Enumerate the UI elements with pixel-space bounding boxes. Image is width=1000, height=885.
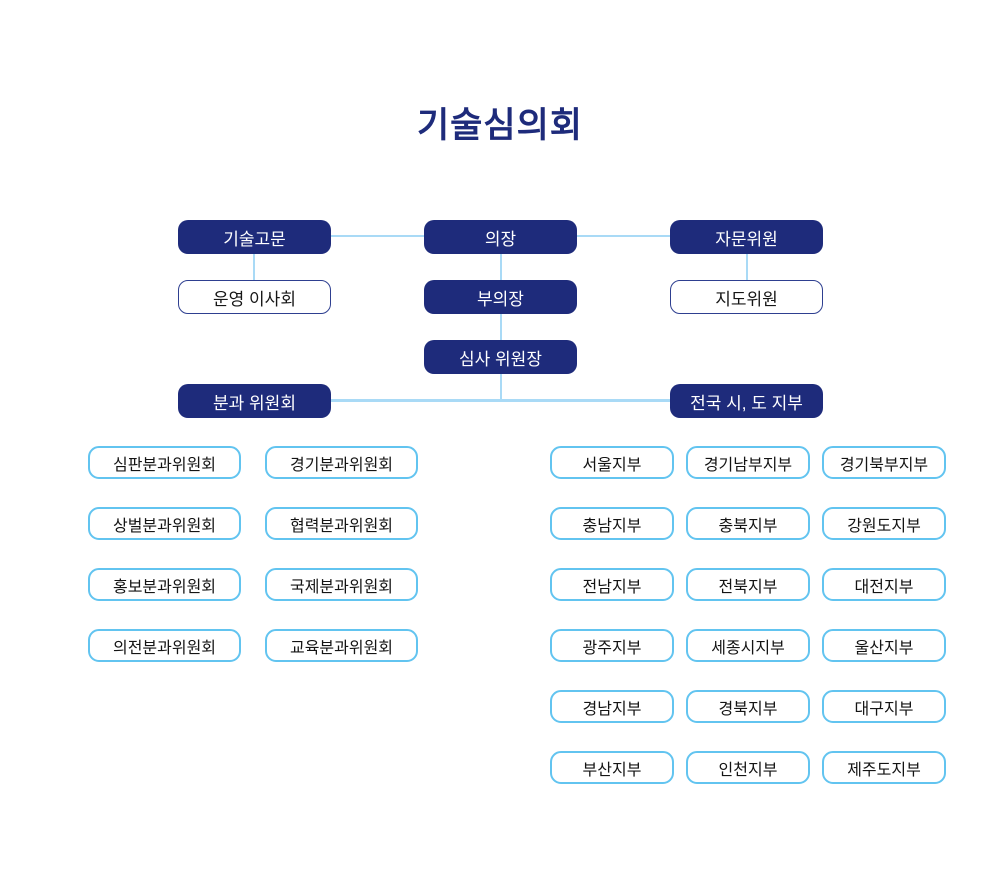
- branch-box: 울산지부: [822, 629, 946, 662]
- node-guidance-member: 지도위원: [670, 280, 823, 314]
- node-chairman: 의장: [424, 220, 577, 254]
- node-advisory-member: 자문위원: [670, 220, 823, 254]
- branch-box: 강원도지부: [822, 507, 946, 540]
- branch-box: 대전지부: [822, 568, 946, 601]
- connector-line: [746, 252, 748, 282]
- node-steering-board: 운영 이사회: [178, 280, 331, 314]
- subcommittee-box: 교육분과위원회: [265, 629, 418, 662]
- node-vice-chairman: 부의장: [424, 280, 577, 314]
- branch-box: 전남지부: [550, 568, 674, 601]
- subcommittee-box: 의전분과위원회: [88, 629, 241, 662]
- subcommittee-box: 경기분과위원회: [265, 446, 418, 479]
- branch-box: 충남지부: [550, 507, 674, 540]
- subcommittee-box: 심판분과위원회: [88, 446, 241, 479]
- connector-line: [253, 252, 255, 282]
- subcommittee-box: 홍보분과위원회: [88, 568, 241, 601]
- node-tech-advisor: 기술고문: [178, 220, 331, 254]
- branch-box: 경기남부지부: [686, 446, 810, 479]
- branch-box: 세종시지부: [686, 629, 810, 662]
- connector-line: [500, 312, 502, 342]
- node-subcommittees-head: 분과 위원회: [178, 384, 331, 418]
- branch-box: 부산지부: [550, 751, 674, 784]
- page-title: 기술심의회: [416, 106, 583, 145]
- branch-box: 서울지부: [550, 446, 674, 479]
- branch-box: 대구지부: [822, 690, 946, 723]
- connector-line: [577, 235, 670, 237]
- branch-box: 충북지부: [686, 507, 810, 540]
- connector-line: [500, 252, 502, 282]
- subcommittee-box: 국제분과위원회: [265, 568, 418, 601]
- branch-box: 인천지부: [686, 751, 810, 784]
- branch-box: 광주지부: [550, 629, 674, 662]
- node-review-chief: 심사 위원장: [424, 340, 577, 374]
- node-branches-head: 전국 시, 도 지부: [670, 384, 823, 418]
- subcommittee-box: 협력분과위원회: [265, 507, 418, 540]
- connector-line: [500, 372, 502, 401]
- branch-box: 경북지부: [686, 690, 810, 723]
- branch-box: 전북지부: [686, 568, 810, 601]
- branch-box: 경기북부지부: [822, 446, 946, 479]
- connector-line: [331, 399, 670, 402]
- branch-box: 제주도지부: [822, 751, 946, 784]
- connector-line: [331, 235, 424, 237]
- branch-box: 경남지부: [550, 690, 674, 723]
- subcommittee-box: 상벌분과위원회: [88, 507, 241, 540]
